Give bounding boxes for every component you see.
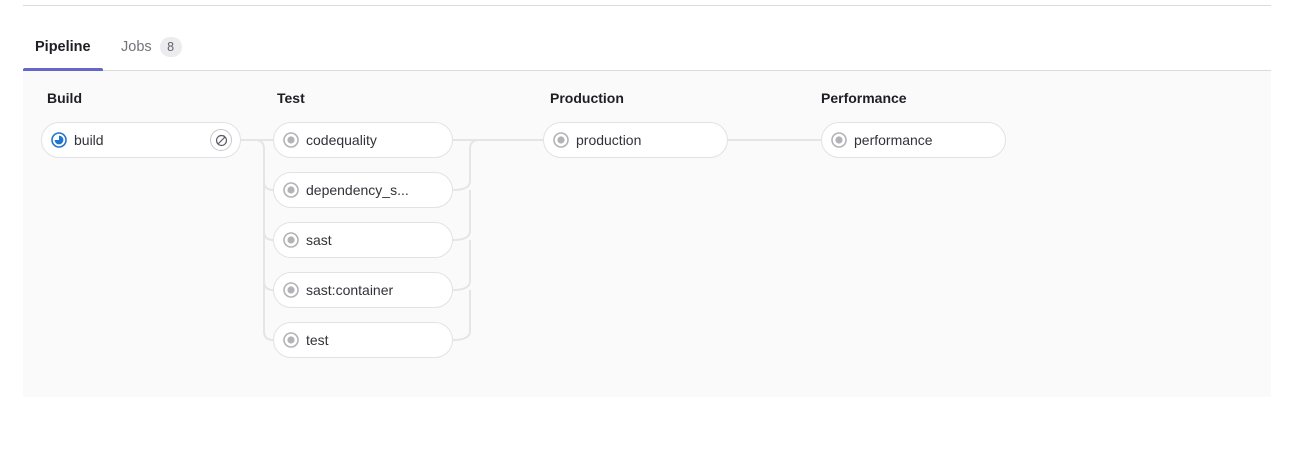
wire-dependency-out xyxy=(452,139,480,191)
status-created-icon xyxy=(283,232,299,248)
wire-sastcontainer-out xyxy=(452,240,471,291)
pipeline-graph-panel: Build Test Production Performance xyxy=(23,71,1271,397)
job-name-sast: sast xyxy=(306,232,332,248)
tab-bar-underline xyxy=(23,70,1271,71)
job-name-performance: performance xyxy=(854,132,933,148)
tab-bar: Pipeline Jobs 8 xyxy=(23,22,1271,71)
job-name-production: production xyxy=(576,132,642,148)
status-created-icon xyxy=(283,282,299,298)
job-card-codequality[interactable]: codequality xyxy=(273,122,453,158)
job-card-dependency-scanning[interactable]: dependency_s... xyxy=(273,172,453,208)
status-created-icon xyxy=(831,132,847,148)
job-name-dependency-scanning: dependency_s... xyxy=(306,182,409,198)
status-created-icon xyxy=(283,132,299,148)
stage-heading-test: Test xyxy=(277,90,305,106)
job-name-build: build xyxy=(74,132,104,148)
stage-heading-production: Production xyxy=(550,90,624,106)
stage-heading-build: Build xyxy=(47,90,82,106)
status-created-icon xyxy=(283,182,299,198)
status-created-icon xyxy=(553,132,569,148)
wire-test-out xyxy=(452,290,471,341)
tab-jobs[interactable]: Jobs 8 xyxy=(109,23,194,71)
status-running-icon xyxy=(51,132,67,148)
job-name-codequality: codequality xyxy=(306,132,377,148)
job-card-build[interactable]: build xyxy=(41,122,241,158)
job-card-performance[interactable]: performance xyxy=(821,122,1006,158)
tab-active-indicator xyxy=(23,68,103,71)
top-divider xyxy=(23,5,1271,6)
wire-build-to-test xyxy=(263,281,274,341)
job-card-sast-container[interactable]: sast:container xyxy=(273,272,453,308)
wire-build-to-dependency xyxy=(254,139,274,191)
job-name-test: test xyxy=(306,332,329,348)
cancel-icon[interactable] xyxy=(210,129,232,151)
job-card-test[interactable]: test xyxy=(273,322,453,358)
status-created-icon xyxy=(283,332,299,348)
wire-sast-out xyxy=(452,190,471,241)
stage-heading-performance: Performance xyxy=(821,90,907,106)
tab-jobs-label: Jobs xyxy=(121,38,152,55)
pipeline-connectors xyxy=(241,139,821,341)
job-card-sast[interactable]: sast xyxy=(273,222,453,258)
jobs-count-badge: 8 xyxy=(159,37,182,57)
tab-pipeline-label: Pipeline xyxy=(35,38,91,55)
tab-pipeline[interactable]: Pipeline xyxy=(23,23,103,71)
job-card-production[interactable]: production xyxy=(543,122,728,158)
job-name-sast-container: sast:container xyxy=(306,282,394,298)
